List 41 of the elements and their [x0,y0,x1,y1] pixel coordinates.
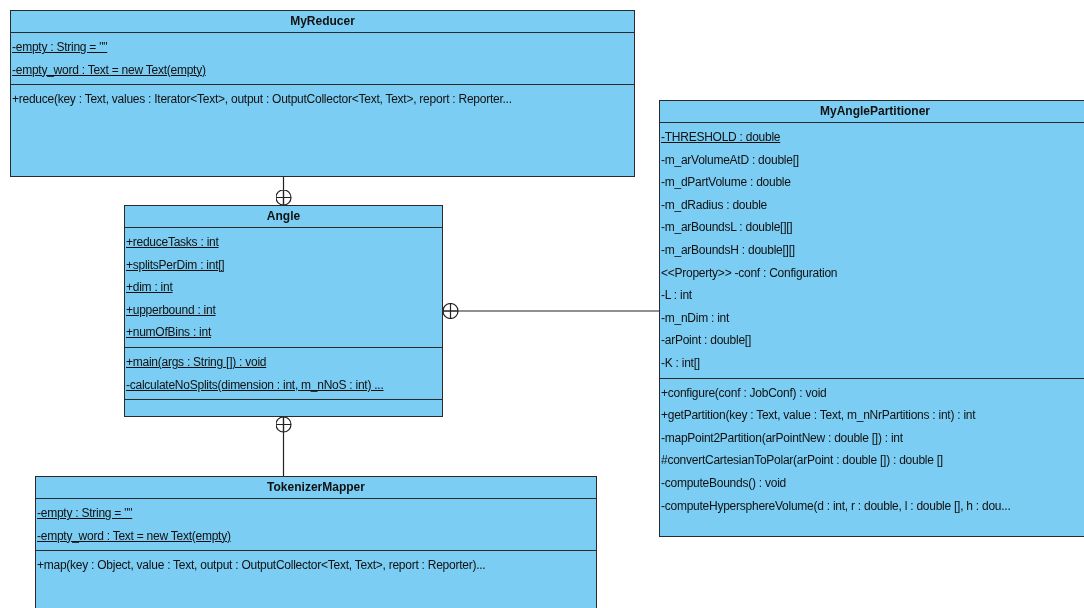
class-name: MyReducer [290,13,355,30]
class-name: TokenizerMapper [267,479,365,496]
attribute-text: +splitsPerDim : int[] [126,256,225,274]
class-name: Angle [266,208,301,225]
method-text: -computeHypersphereVolume(d : int, r : double, l : double [], h : dou... [661,497,1011,515]
attribute-text: -m_arVolumeAtD : double[] [661,151,799,169]
class-box [10,10,635,177]
method-text: -calculateNoSplits(dimension : int, m_nNoS : int) ... [126,376,384,394]
attribute-text: -arPoint : double[] [661,332,751,350]
method-text: +reduce(key : Text, values : Iterator<Text>, output : OutputCollector<Text, Text>, report : Reporter... [12,91,512,109]
class-box [124,205,443,417]
method-text: #convertCartesianToPolar(arPoint : double []) : double [] [661,452,943,470]
attribute-text: +upperbound : int [126,301,216,319]
attribute-text: +reduceTasks : int [126,234,219,251]
nesting-connector [275,416,292,477]
attribute-text: -empty_word : Text = new Text(empty) [12,61,206,79]
attribute-text: -empty : String = "" [37,505,133,522]
attribute-text: -K : int[] [661,354,700,372]
method-text: +configure(conf : JobConf) : void [661,384,827,402]
method-text: +getPartition(key : Text, value : Text, m_nNrPartitions : int) : int [661,407,976,425]
method-text: -computeBounds() : void [661,474,786,492]
attribute-text: -m_dRadius : double [661,196,767,214]
attribute-text: -empty : String = "" [12,39,108,56]
attribute-text: -m_arBoundsH : double[][] [661,241,795,259]
nesting-connector [275,176,292,206]
attribute-text: -L : int [661,287,692,305]
nesting-connector [442,302,660,320]
attribute-text: -empty_word : Text = new Text(empty) [37,527,231,545]
class-box [659,100,1084,537]
method-text: +main(args : String []) : void [126,353,267,371]
class-name: MyAnglePartitioner [820,103,930,120]
attribute-text: -m_dPartVolume : double [661,174,791,192]
attribute-text: <<Property>> -conf : Configuration [661,264,838,282]
attribute-text: -m_arBoundsL : double[][] [661,219,793,237]
attribute-text: +numOfBins : int [126,324,212,342]
method-text: -mapPoint2Partition(arPointNew : double []) : int [661,429,903,447]
class-box [35,476,597,608]
method-text: +map(key : Object, value : Text, output : OutputCollector<Text, Text>, report : Reporter)... [37,557,486,575]
attribute-text: -THRESHOLD : double [661,129,781,146]
attribute-text: -m_nDim : int [661,309,730,327]
attribute-text: +dim : int [126,279,173,297]
